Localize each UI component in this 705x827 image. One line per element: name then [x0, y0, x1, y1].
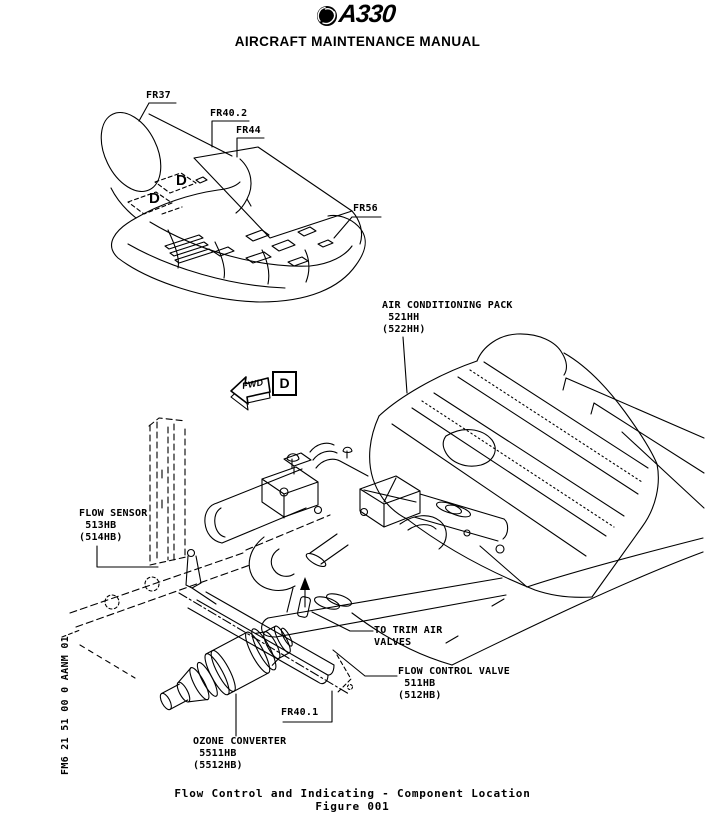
detail-d-marker-1: D	[176, 172, 187, 189]
label-flow-control-valve: FLOW CONTROL VALVE 511HB (512HB)	[398, 666, 510, 701]
duct-cluster-drawing	[204, 442, 509, 613]
trim-air-duct-drawing	[261, 577, 507, 638]
airbus-logo-icon	[317, 6, 337, 26]
ozone-converter-drawing	[159, 625, 293, 711]
trim-air-arrow-icon	[300, 577, 310, 590]
fr56-leader	[333, 216, 382, 239]
fuselage-location-drawing	[100, 102, 382, 303]
fr40-1-leader	[282, 690, 333, 723]
label-fr56: FR56	[353, 203, 378, 214]
logo-a330-text: A330	[337, 0, 397, 28]
flow-sensor-drawing	[185, 548, 217, 605]
structure-beam-dashed	[61, 514, 331, 679]
figure-number: Figure 001	[315, 800, 390, 813]
manual-title: AIRCRAFT MAINTENANCE MANUAL	[234, 34, 481, 49]
label-fr37: FR37	[146, 90, 171, 101]
structure-column-dashed	[148, 417, 187, 566]
fr37-leader	[138, 102, 177, 122]
label-to-trim-air-valves: TO TRIM AIR VALVES	[374, 625, 443, 648]
pack-assembly-drawing	[61, 333, 705, 737]
flow-control-valve-leader	[332, 649, 398, 677]
label-fr44: FR44	[236, 125, 261, 136]
air-conditioning-pack-leader	[402, 336, 408, 394]
fr40-2-leader	[211, 120, 250, 148]
fwd-arrow-icon	[230, 376, 271, 411]
label-fr40-2: FR40.2	[210, 108, 248, 119]
label-flow-sensor: FLOW SENSOR 513HB (514HB)	[79, 508, 148, 543]
label-ozone-converter: OZONE CONVERTER 5511HB (5512HB)	[193, 736, 287, 771]
figure-caption: Flow Control and Indicating - Component …	[174, 787, 531, 800]
fiche-code: FM6 21 51 00 0 AANM 01	[60, 635, 71, 775]
fr44-leader	[236, 137, 265, 158]
detail-d-box-marker: D	[272, 371, 297, 396]
detail-d-marker-2: D	[149, 190, 160, 207]
label-air-conditioning-pack: AIR CONDITIONING PACK 521HH (522HH)	[382, 300, 513, 335]
to-trim-air-leader	[311, 611, 374, 632]
label-fr40-1: FR40.1	[281, 707, 319, 718]
flow-sensor-leader	[96, 545, 159, 568]
